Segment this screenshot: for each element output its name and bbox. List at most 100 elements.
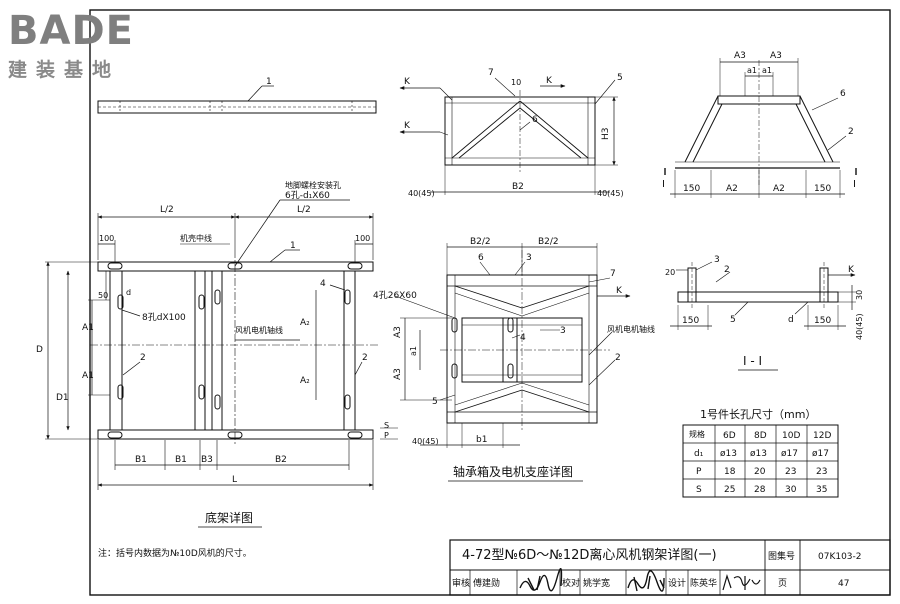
base-part-4: 4: [320, 279, 326, 289]
base-dim-B1-1: B1: [135, 455, 147, 465]
section-dim-150-right: 150: [814, 316, 831, 326]
base-dim-d: d: [126, 288, 131, 297]
front-K1: K: [404, 77, 411, 87]
signature-reviewer: [519, 568, 563, 592]
bade-logo: BADE 建装基地: [8, 8, 134, 81]
bearing-holes: 4孔26X60: [373, 290, 417, 301]
front-dim-10: 10: [511, 78, 521, 87]
signature-designer: [722, 573, 761, 591]
base-part-2a: 2: [140, 353, 146, 363]
slot-th-4: 12D: [813, 431, 831, 441]
slot-cell-2-3: 30: [785, 485, 797, 495]
section-dim-150-left: 150: [682, 316, 699, 326]
base-dim-L-half-1: L/2: [160, 205, 174, 215]
section-view: [670, 261, 856, 330]
slot-cell-2-4: 35: [816, 485, 827, 495]
front-dim-40-right: 40(45): [597, 189, 624, 198]
slot-th-3: 10D: [782, 431, 800, 441]
slot-table-row-d1: d₁ ø13 ø13 ø17 ø17: [694, 449, 829, 459]
base-part-2b: 2: [362, 353, 368, 363]
checker-name: 姚学宽: [583, 577, 610, 589]
section-dim-20: 20: [665, 268, 675, 277]
front-K3: K: [546, 76, 553, 86]
slot-cell-1-3: 23: [785, 467, 796, 477]
bearing-box-view: [394, 243, 631, 448]
designer-name: 陈英华: [690, 577, 717, 589]
base-dim-100-left: 100: [99, 234, 114, 243]
slot-cell-1-4: 23: [816, 467, 827, 477]
front-K2: K: [404, 121, 411, 131]
reviewer-name: 傅建勋: [473, 577, 500, 589]
slot-cell-0-3: ø17: [781, 449, 798, 459]
slot-cell-2-2: 28: [754, 485, 766, 495]
front-part-5: 5: [617, 73, 623, 83]
front-part-6: 6: [532, 115, 538, 125]
side-a1-1: a1: [747, 66, 757, 75]
section-K: K: [848, 265, 855, 275]
side-part-6: 6: [840, 89, 846, 99]
logo-brand: BADE: [8, 8, 134, 54]
base-view-caption: 底架详图: [205, 510, 253, 525]
checker-label: 校对: [562, 577, 580, 589]
side-section-left: I: [662, 179, 665, 190]
front-dim-40-left: 40(45): [408, 189, 435, 198]
reviewer-label: 审核: [452, 577, 470, 589]
slot-th-0: 规格: [689, 429, 705, 439]
title-block: [449, 539, 891, 596]
front-part-7: 7: [488, 68, 494, 78]
slot-table: [682, 424, 839, 498]
slot-cell-2-0: S: [696, 485, 702, 495]
base-label-center-line: 机壳中线: [180, 233, 212, 243]
slot-table-header: 规格 6D 8D 10D 12D: [689, 429, 831, 441]
base-dim-B2: B2: [275, 455, 287, 465]
base-dim-A1-1: A1: [82, 323, 94, 333]
slot-table-title: 1号件长孔尺寸（mm）: [700, 407, 816, 421]
front-dim-B2: B2: [512, 182, 524, 192]
base-dim-B3: B3: [201, 455, 213, 465]
base-dim-L: L: [232, 475, 237, 485]
section-part-5: 5: [730, 315, 736, 325]
designer-label: 设计: [668, 577, 686, 589]
section-part-3: 3: [714, 255, 720, 265]
side-dim-A2-2: A2: [773, 184, 785, 194]
bearing-b1: b1: [476, 435, 487, 445]
slot-cell-0-2: ø13: [750, 449, 767, 459]
slot-cell-2-1: 25: [724, 485, 735, 495]
side-A3-1: A3: [734, 51, 746, 61]
base-dim-L-half-2: L/2: [297, 205, 311, 215]
signature-checker: [627, 570, 665, 592]
slot-cell-1-0: P: [696, 467, 702, 477]
bearing-view-caption: 轴承箱及电机支座详图: [453, 464, 573, 479]
slot-cell-0-1: ø13: [720, 449, 737, 459]
section-caption: I - I: [743, 354, 762, 368]
side-a1-2: a1: [762, 66, 772, 75]
base-dim-D1: D1: [56, 393, 69, 403]
slot-table-row-s: S 25 28 30 35: [696, 485, 827, 495]
base-dim-S: S: [384, 421, 389, 430]
front-view: [399, 77, 618, 195]
section-part-2: 2: [724, 265, 730, 275]
side-dim-150-left: 150: [683, 184, 700, 194]
bearing-part-3a: 3: [526, 253, 532, 263]
section-dim-40: 40(45): [855, 313, 864, 340]
base-dim-A2-1: A₂: [300, 318, 310, 328]
side-part-2: 2: [848, 127, 854, 137]
footnote: 注：括号内数据为№10D风机的尺寸。: [98, 547, 252, 559]
bearing-part-3b: 3: [560, 326, 566, 336]
bearing-B2-half-1: B2/2: [470, 237, 491, 247]
top-beam-view: [97, 85, 377, 114]
slot-th-1: 6D: [723, 431, 736, 441]
bearing-A3-2: A3: [393, 368, 403, 380]
page-number: 47: [838, 579, 849, 589]
bearing-part-5: 5: [432, 397, 438, 407]
section-dim-d: d: [788, 315, 794, 325]
side-section-right: I: [853, 179, 856, 190]
side-view: [664, 58, 857, 198]
slot-cell-1-2: 20: [754, 467, 766, 477]
drawing-title: 4-72型№6D～№12D离心风机钢架详图(一): [462, 547, 717, 563]
bearing-B2-half-2: B2/2: [538, 237, 559, 247]
side-dim-A2-1: A2: [726, 184, 738, 194]
slot-cell-1-1: 18: [724, 467, 736, 477]
